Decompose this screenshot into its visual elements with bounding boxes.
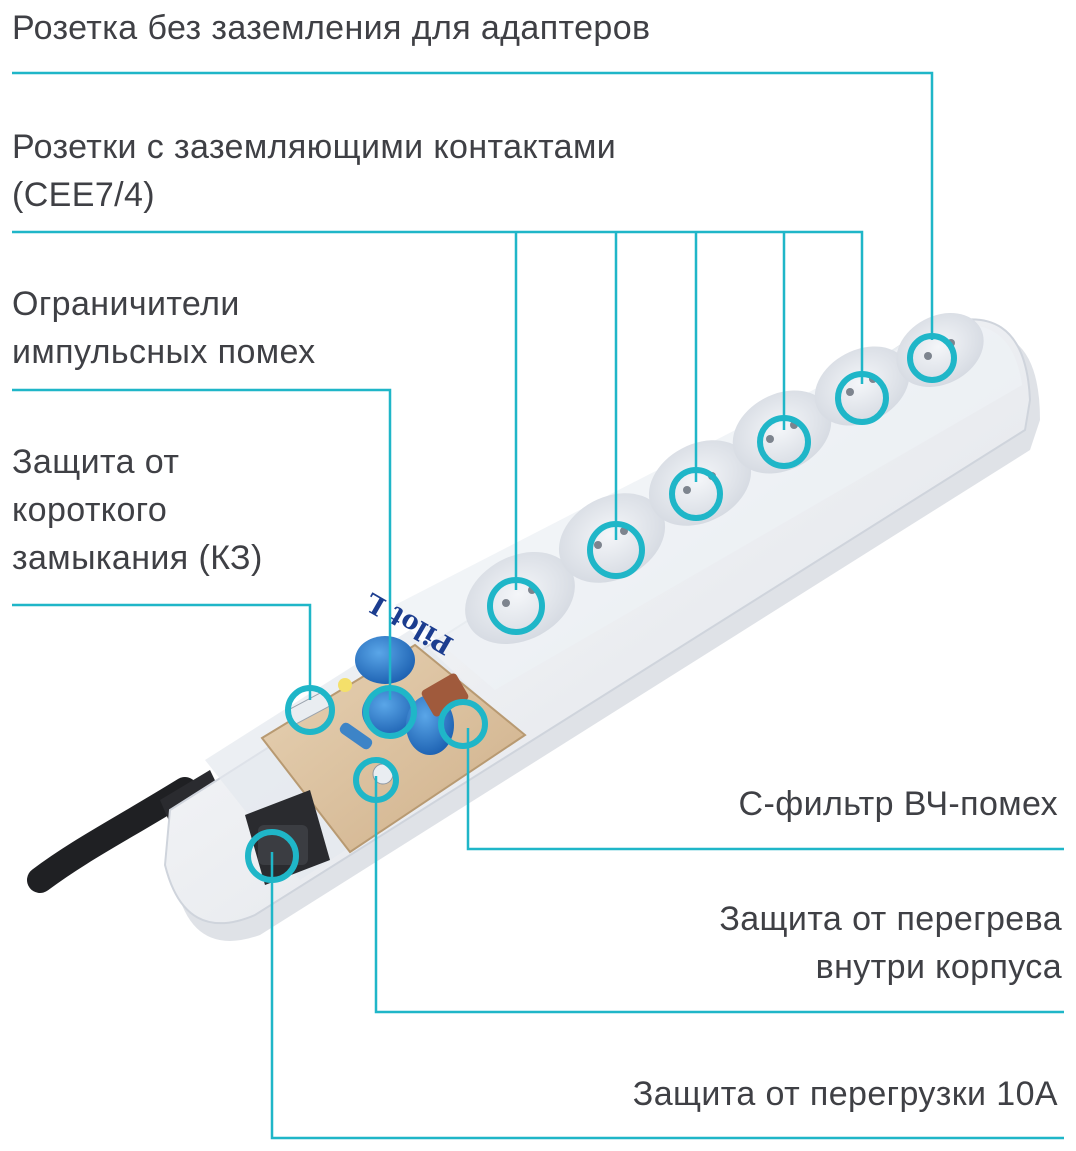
label-line: Защита от bbox=[12, 443, 180, 481]
label-line: (CEE7/4) bbox=[12, 176, 156, 214]
label-line: короткого bbox=[12, 491, 168, 529]
label-line: Ограничители bbox=[12, 285, 240, 323]
ring-socket-2 bbox=[587, 521, 645, 579]
label-line: замыкания (КЗ) bbox=[12, 539, 263, 577]
label-short-circuit: Защита от короткого замыкания (КЗ) bbox=[12, 438, 263, 582]
ring-socket-6 bbox=[907, 333, 957, 383]
label-overheat: Защита от перегрева внутри корпуса bbox=[719, 895, 1062, 991]
label-overload: Защита от перегрузки 10А bbox=[633, 1070, 1058, 1118]
ring-fuse bbox=[285, 685, 335, 735]
leader-surge-limiters bbox=[12, 388, 392, 700]
label-line: Защита от перегрузки 10А bbox=[632, 1075, 1058, 1113]
ring-thermal bbox=[353, 757, 399, 803]
varistor-1 bbox=[355, 636, 415, 684]
leader-short-circuit bbox=[12, 603, 312, 700]
label-line: С-фильтр ВЧ-помех bbox=[738, 785, 1058, 823]
ring-socket-1 bbox=[487, 577, 545, 635]
label-grounded-sockets: Розетки с заземляющими контактами (CEE7/… bbox=[12, 123, 616, 219]
rf-capacitor bbox=[421, 673, 469, 717]
label-rf-filter: С-фильтр ВЧ-помех bbox=[739, 780, 1058, 828]
label-line: внутри корпуса bbox=[815, 948, 1062, 986]
ring-socket-3 bbox=[669, 467, 723, 521]
varistor-2 bbox=[362, 688, 418, 736]
label-line: импульсных помех bbox=[12, 333, 316, 371]
ring-rf-capacitor bbox=[438, 699, 488, 749]
leader-grounded-sockets bbox=[12, 230, 864, 384]
leader-rf-filter bbox=[466, 728, 1064, 851]
ring-switch bbox=[245, 829, 299, 883]
ring-varistor bbox=[363, 685, 417, 739]
label-line: Розетка без заземления для адаптеров bbox=[12, 9, 651, 47]
label-line: Розетки с заземляющими контактами bbox=[12, 128, 617, 166]
leader-overload bbox=[270, 852, 1064, 1140]
callout-rings bbox=[245, 333, 957, 883]
indicator-led bbox=[338, 678, 352, 692]
leader-ungrounded-socket bbox=[12, 71, 934, 340]
label-line: Защита от перегрева bbox=[719, 900, 1062, 938]
ring-socket-4 bbox=[757, 415, 811, 469]
ring-socket-5 bbox=[835, 371, 889, 425]
label-ungrounded-socket: Розетка без заземления для адаптеров bbox=[12, 4, 651, 52]
label-surge-limiters: Ограничители импульсных помех bbox=[12, 280, 316, 376]
leader-overheat bbox=[374, 776, 1064, 1014]
callout-lines bbox=[12, 71, 1064, 1140]
